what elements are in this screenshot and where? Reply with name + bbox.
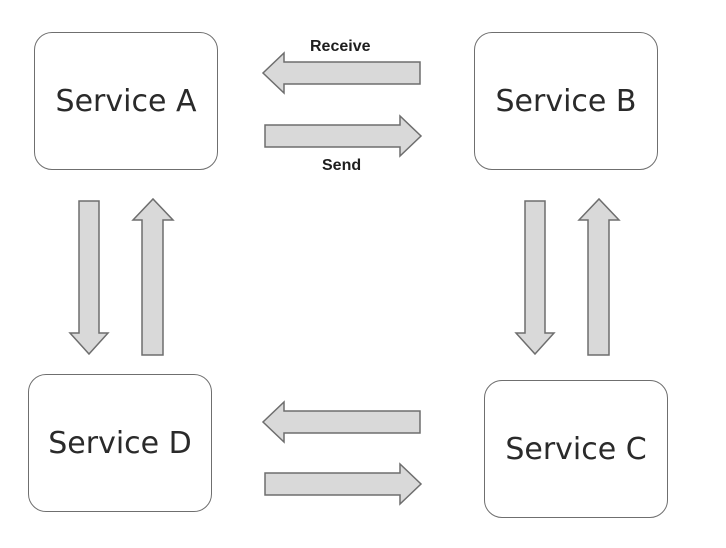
arrow-c-to-d: [261, 400, 421, 444]
arrow-c-to-b: [577, 197, 621, 356]
service-a-label: Service A: [55, 83, 197, 119]
arrow-d-to-a: [131, 197, 175, 356]
service-d-label: Service D: [48, 425, 192, 461]
service-a-box: Service A: [34, 32, 218, 170]
arrow-b-to-a: [261, 51, 421, 95]
service-c-label: Service C: [505, 431, 647, 467]
service-b-label: Service B: [495, 83, 637, 119]
service-d-box: Service D: [28, 374, 212, 512]
send-label: Send: [322, 157, 362, 174]
arrow-b-to-c: [514, 200, 556, 356]
arrow-d-to-c: [264, 462, 423, 506]
service-b-box: Service B: [474, 32, 658, 170]
arrow-a-to-b: [264, 114, 423, 158]
receive-label: Receive: [310, 38, 371, 55]
arrow-a-to-d: [68, 200, 110, 356]
service-c-box: Service C: [484, 380, 668, 518]
